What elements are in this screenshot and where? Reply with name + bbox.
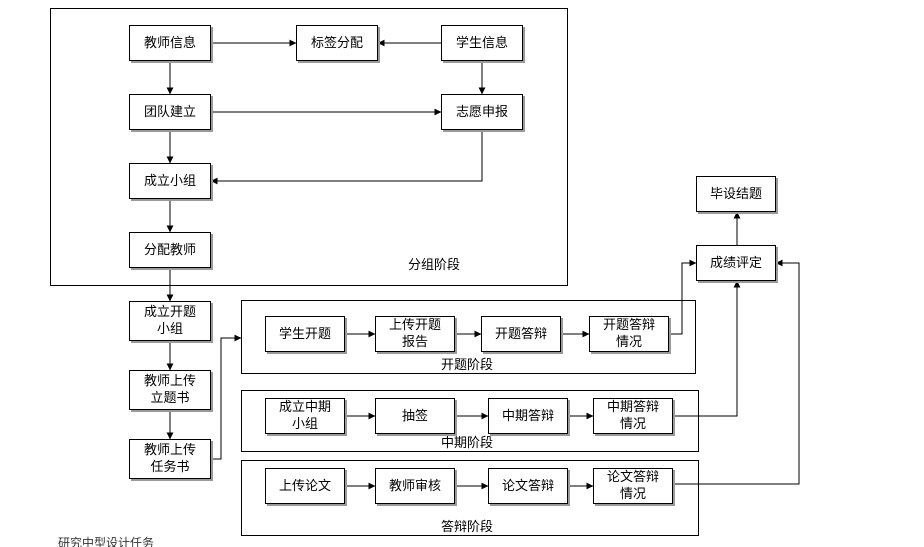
- node-assign-teacher: 分配教师: [129, 232, 211, 268]
- node-proposal-defense-result: 开题答辩 情况: [589, 316, 669, 352]
- stage-frame-proposal: [241, 300, 696, 374]
- stage-label-grouping: 分组阶段: [408, 258, 461, 273]
- stage-label-defense: 答辩阶段: [441, 520, 494, 535]
- node-midterm-group: 成立中期 小组: [265, 398, 345, 434]
- node-teacher-info: 教师信息: [129, 25, 211, 61]
- node-proposal-group: 成立开题 小组: [129, 301, 211, 341]
- stage-frame-midterm: [241, 390, 699, 452]
- node-graduation-close: 毕设结题: [696, 176, 776, 212]
- edge-task-to-stages: [211, 334, 242, 460]
- edge-p4-to-grade: [669, 259, 697, 335]
- stage-label-midterm: 中期阶段: [441, 436, 494, 451]
- edge-wish-to-group: [210, 130, 483, 185]
- node-midterm-defense-result: 中期答辩 情况: [593, 398, 673, 434]
- node-upload-proposal-report: 上传开题 报告: [375, 316, 455, 352]
- stage-frame-grouping: [50, 8, 568, 286]
- node-teacher-upload-topic: 教师上传 立题书: [129, 370, 211, 410]
- node-proposal-defense: 开题答辩: [481, 316, 561, 352]
- stage-label-proposal: 开题阶段: [441, 358, 494, 373]
- node-teacher-review: 教师审核: [375, 468, 455, 504]
- node-team-build: 团队建立: [129, 94, 211, 130]
- node-thesis-defense-result: 论文答辩 情况: [593, 468, 673, 504]
- node-student-info: 学生信息: [441, 25, 523, 61]
- node-thesis-defense: 论文答辩: [488, 468, 568, 504]
- node-upload-thesis: 上传论文: [265, 468, 345, 504]
- node-grade-evaluation: 成绩评定: [696, 245, 776, 281]
- node-tag-assign: 标签分配: [296, 25, 378, 61]
- footer-caption: 研究中型设计任务: [58, 536, 155, 547]
- node-teacher-upload-task: 教师上传 任务书: [129, 439, 211, 479]
- edge-m4-to-grade: [673, 280, 741, 417]
- node-wish-report: 志愿申报: [441, 94, 523, 130]
- edge-d4-to-grade: [673, 259, 800, 485]
- node-form-group: 成立小组: [129, 163, 211, 199]
- node-midterm-defense: 中期答辩: [488, 398, 568, 434]
- node-draw-lots: 抽签: [375, 398, 455, 434]
- node-student-proposal: 学生开题: [265, 316, 345, 352]
- stage-frame-defense: [241, 460, 699, 536]
